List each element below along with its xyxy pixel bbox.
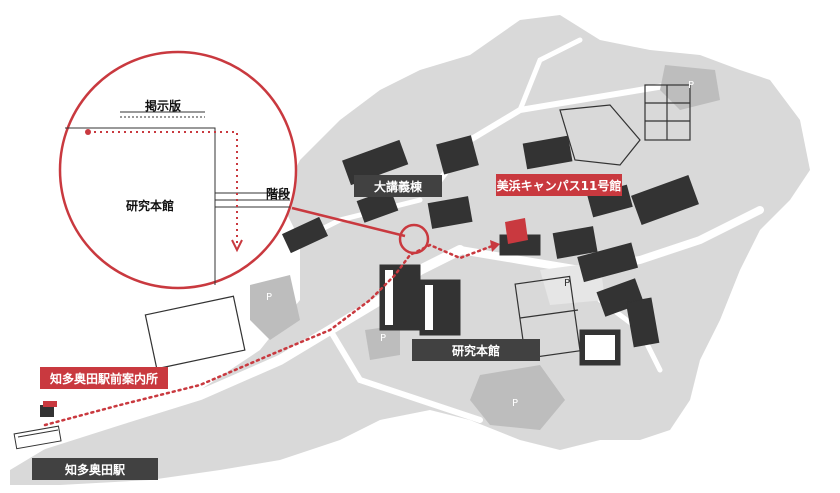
parking-lot-3	[470, 365, 565, 430]
inset-connector	[291, 206, 406, 238]
building-11-label: 美浜キャンパス11号館	[496, 174, 622, 196]
buildings	[281, 135, 699, 366]
baseball-field	[559, 104, 641, 166]
info-center-label: 知多奥田駅前案内所	[40, 367, 168, 389]
inset-stairs-label: 階段	[266, 187, 291, 201]
soccer-field	[514, 275, 581, 360]
station-label: 知多奥田駅	[32, 458, 158, 480]
parking-label: P	[564, 278, 571, 289]
detail-inset	[58, 50, 298, 290]
parking-lots	[250, 65, 720, 430]
parking-label: P	[688, 80, 695, 91]
campus-ground	[10, 15, 810, 485]
inset-building-label: 研究本館	[126, 199, 175, 213]
west-courts	[144, 295, 246, 370]
parking-lot-1	[250, 275, 300, 340]
main-hall-label: 大講義棟	[354, 175, 442, 197]
parking-lot-2	[365, 325, 400, 360]
station-platform	[13, 425, 62, 450]
info-center-marker	[40, 405, 54, 417]
parking-label: P	[512, 398, 519, 409]
route-arrow	[490, 240, 500, 252]
parking-label: P	[380, 333, 387, 344]
walking-route	[43, 243, 497, 427]
sports-fields	[144, 84, 691, 370]
building-highlights	[385, 270, 615, 360]
main-hall-highlight-ring	[398, 223, 430, 255]
inset-board-label: 掲示版	[145, 99, 182, 113]
parking-label: P	[266, 292, 273, 303]
research-hq-label: 研究本館	[412, 339, 540, 361]
building-11-marker	[505, 218, 528, 244]
